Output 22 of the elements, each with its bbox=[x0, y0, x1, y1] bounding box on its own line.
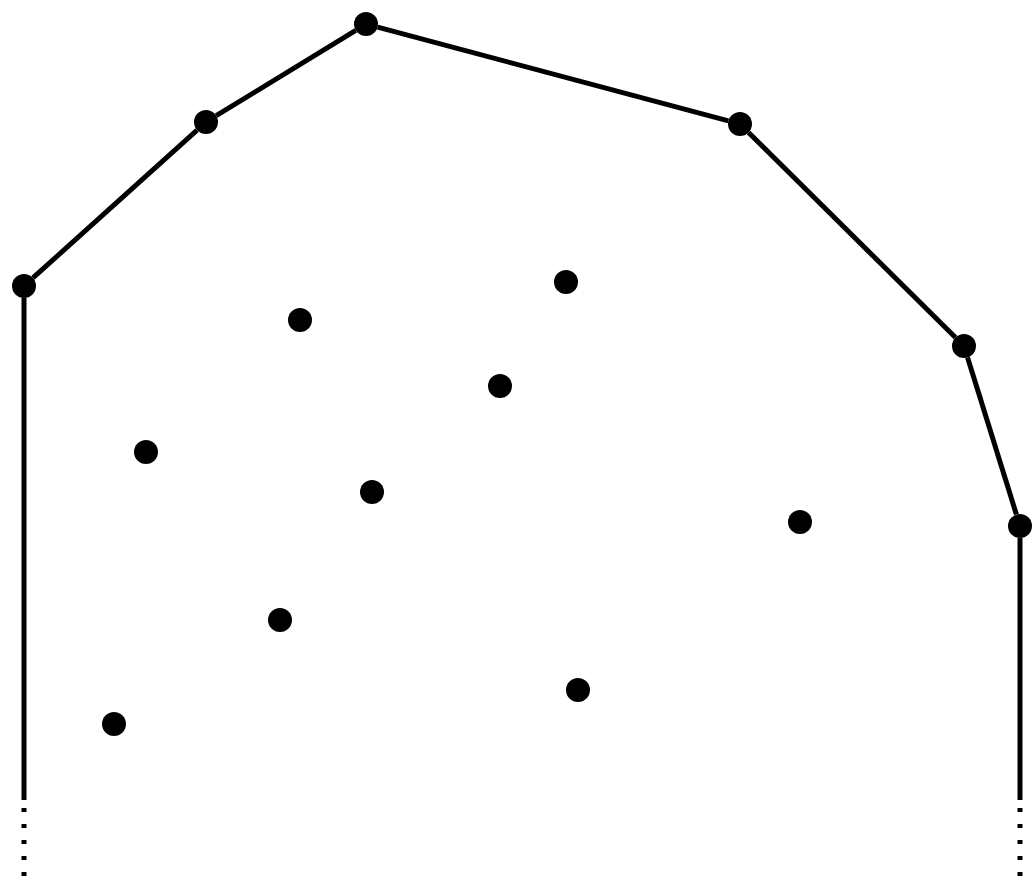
point-dot bbox=[134, 440, 158, 464]
point-dot bbox=[488, 374, 512, 398]
point-dot bbox=[566, 678, 590, 702]
hull-edge-line bbox=[31, 128, 199, 280]
hull-edge-line bbox=[965, 356, 1019, 516]
point-dot bbox=[288, 308, 312, 332]
hull-edge-line bbox=[1017, 538, 1023, 800]
point-dot bbox=[194, 110, 218, 134]
point-dot bbox=[268, 608, 292, 632]
point-dot bbox=[952, 334, 976, 358]
point-dot bbox=[788, 510, 812, 534]
hull-edge-line bbox=[214, 28, 358, 118]
hull-edge-line bbox=[746, 130, 958, 340]
point-dot bbox=[12, 274, 36, 298]
point-dot bbox=[354, 12, 378, 36]
point-dot bbox=[728, 112, 752, 136]
hull-edge-line bbox=[376, 24, 730, 124]
point-dot bbox=[360, 480, 384, 504]
point-dot bbox=[102, 712, 126, 736]
point-dot bbox=[1008, 514, 1032, 538]
point-dot bbox=[554, 270, 578, 294]
hull-edge-line bbox=[21, 298, 27, 800]
